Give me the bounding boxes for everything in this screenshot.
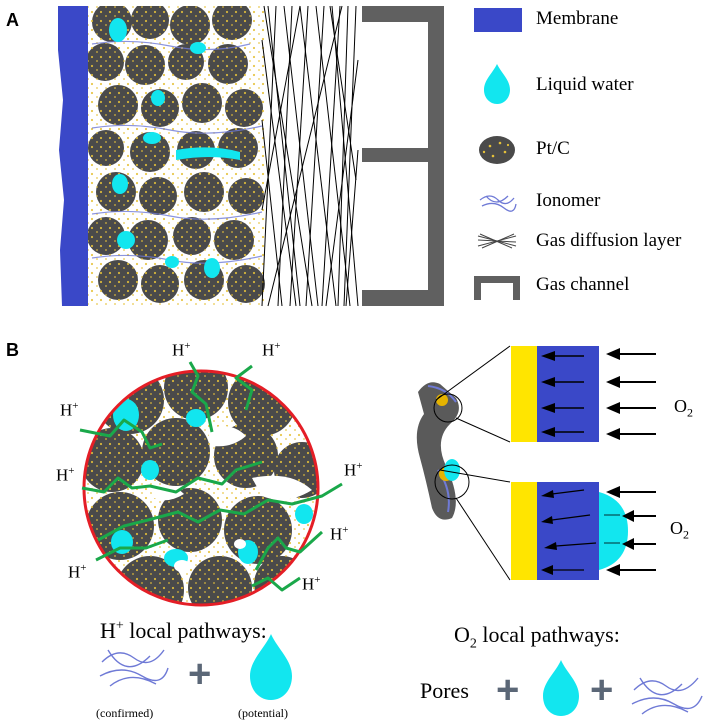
panel-label-a: A	[6, 10, 19, 30]
proton-pathways	[79, 361, 343, 592]
confirmed-label: (confirmed)	[96, 706, 154, 720]
proton-label: H+	[172, 340, 191, 360]
catalyst-layer	[88, 6, 266, 306]
potential-label: (potential)	[238, 706, 288, 720]
proton-label: H+	[56, 465, 75, 485]
plus-sign: +	[590, 668, 614, 712]
legend-label-liquid-water: Liquid water	[536, 74, 634, 95]
membrane-icon	[474, 8, 522, 32]
legend-label-pt-c: Pt/C	[536, 138, 570, 159]
oxygen-label: O2	[670, 518, 689, 542]
membrane	[58, 6, 93, 306]
water-drop-icon-pores	[543, 660, 579, 716]
proton-label: H+	[344, 460, 363, 480]
panel-label-b: B	[6, 340, 19, 360]
zoom-connector-lines	[435, 345, 511, 581]
legend-label-ionomer: Ionomer	[536, 190, 601, 211]
pt-c-particle-icon	[479, 136, 515, 164]
proton-label: H+	[262, 340, 281, 360]
legend-label-gas-channel: Gas channel	[536, 274, 630, 295]
oxygen-label: O2	[674, 396, 693, 420]
water-drop-icon	[484, 64, 510, 104]
gas-channel	[362, 6, 444, 306]
proton-pathways-title: H+ local pathways:	[100, 618, 267, 643]
proton-label: H+	[60, 400, 79, 420]
proton-label: H+	[302, 574, 321, 594]
proton-label: H+	[330, 524, 349, 544]
ionomer-icon-confirmed	[99, 649, 169, 687]
catalyst-particle-zoom	[416, 382, 470, 520]
plus-sign: +	[496, 668, 520, 712]
gdl-icon	[477, 233, 517, 249]
lower-zoom-box	[511, 482, 656, 580]
ionomer-icon-pores	[631, 677, 703, 715]
proton-label: H+	[68, 562, 87, 582]
oxygen-pathways-title: O2 local pathways:	[454, 622, 620, 652]
gas-diffusion-layer	[261, 5, 359, 307]
gas-channel-icon	[474, 276, 520, 300]
water-drop-icon-potential	[250, 634, 292, 700]
ionomer-icon	[479, 195, 517, 212]
plus-sign: +	[188, 652, 212, 696]
upper-zoom-box	[511, 346, 656, 442]
legend-label-membrane: Membrane	[536, 8, 619, 29]
legend-label-gdl: Gas diffusion layer	[536, 230, 682, 251]
pores-label: Pores	[420, 678, 469, 703]
